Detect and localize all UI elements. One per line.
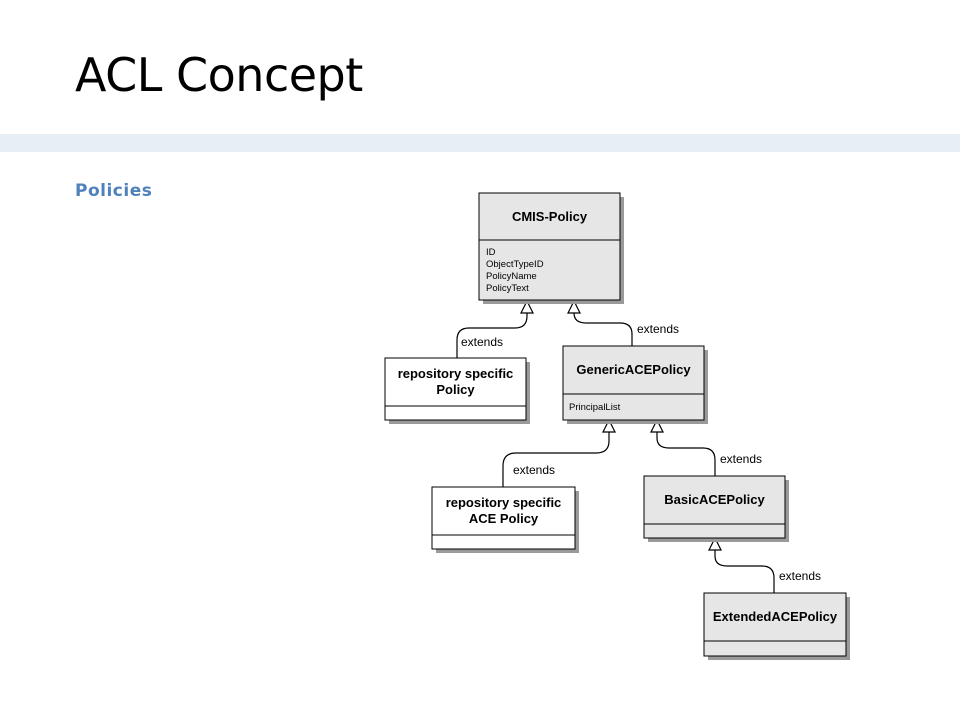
- slide-title: ACL Concept: [75, 48, 363, 102]
- class-name-line: repository specific: [446, 495, 562, 510]
- edge-label-basic-ace: extends: [720, 452, 762, 466]
- class-name-generic-ace-policy: GenericACEPolicy: [576, 362, 691, 377]
- class-box-extended-ace-policy: ExtendedACEPolicy: [703, 592, 850, 660]
- slide-subtitle: Policies: [75, 181, 153, 201]
- edge-repo-ace-to-generic-ace: [502, 418, 616, 487]
- class-box-repository-specific-ace-policy: repository specific ACE Policy: [431, 486, 579, 553]
- edge-label-generic-ace: extends: [637, 322, 679, 336]
- class-name-cmis-policy: CMIS-Policy: [512, 209, 588, 224]
- class-attr: PolicyText: [486, 283, 529, 294]
- class-attr: ObjectTypeID: [486, 259, 544, 270]
- edge-label-extended-ace: extends: [779, 569, 821, 583]
- edge-repo-policy-to-cmis-policy: [456, 299, 534, 358]
- edge-label-repo-policy: extends: [461, 335, 503, 349]
- edge-generic-ace-to-cmis-policy: [567, 299, 633, 346]
- class-box-basic-ace-policy: BasicACEPolicy: [643, 475, 789, 542]
- class-name-line: Policy: [436, 382, 475, 397]
- class-box-cmis-policy: CMIS-Policy ID ObjectTypeID PolicyName P…: [478, 192, 624, 304]
- class-name-basic-ace-policy: BasicACEPolicy: [664, 492, 765, 507]
- class-attr: PolicyName: [486, 271, 537, 282]
- class-name-line: ACE Policy: [469, 511, 539, 526]
- edge-basic-ace-to-generic-ace: [650, 418, 716, 476]
- class-name-extended-ace-policy: ExtendedACEPolicy: [713, 609, 838, 624]
- edge-extended-ace-to-basic-ace: [708, 536, 775, 593]
- title-divider-band: [0, 134, 960, 152]
- class-attr: ID: [486, 247, 496, 258]
- class-box-repository-specific-policy: repository specific Policy: [384, 357, 530, 424]
- class-attr: PrincipalList: [569, 402, 621, 413]
- class-box-generic-ace-policy: GenericACEPolicy PrincipalList: [562, 345, 708, 424]
- edge-label-repo-ace: extends: [513, 463, 555, 477]
- class-name-line: repository specific: [398, 366, 514, 381]
